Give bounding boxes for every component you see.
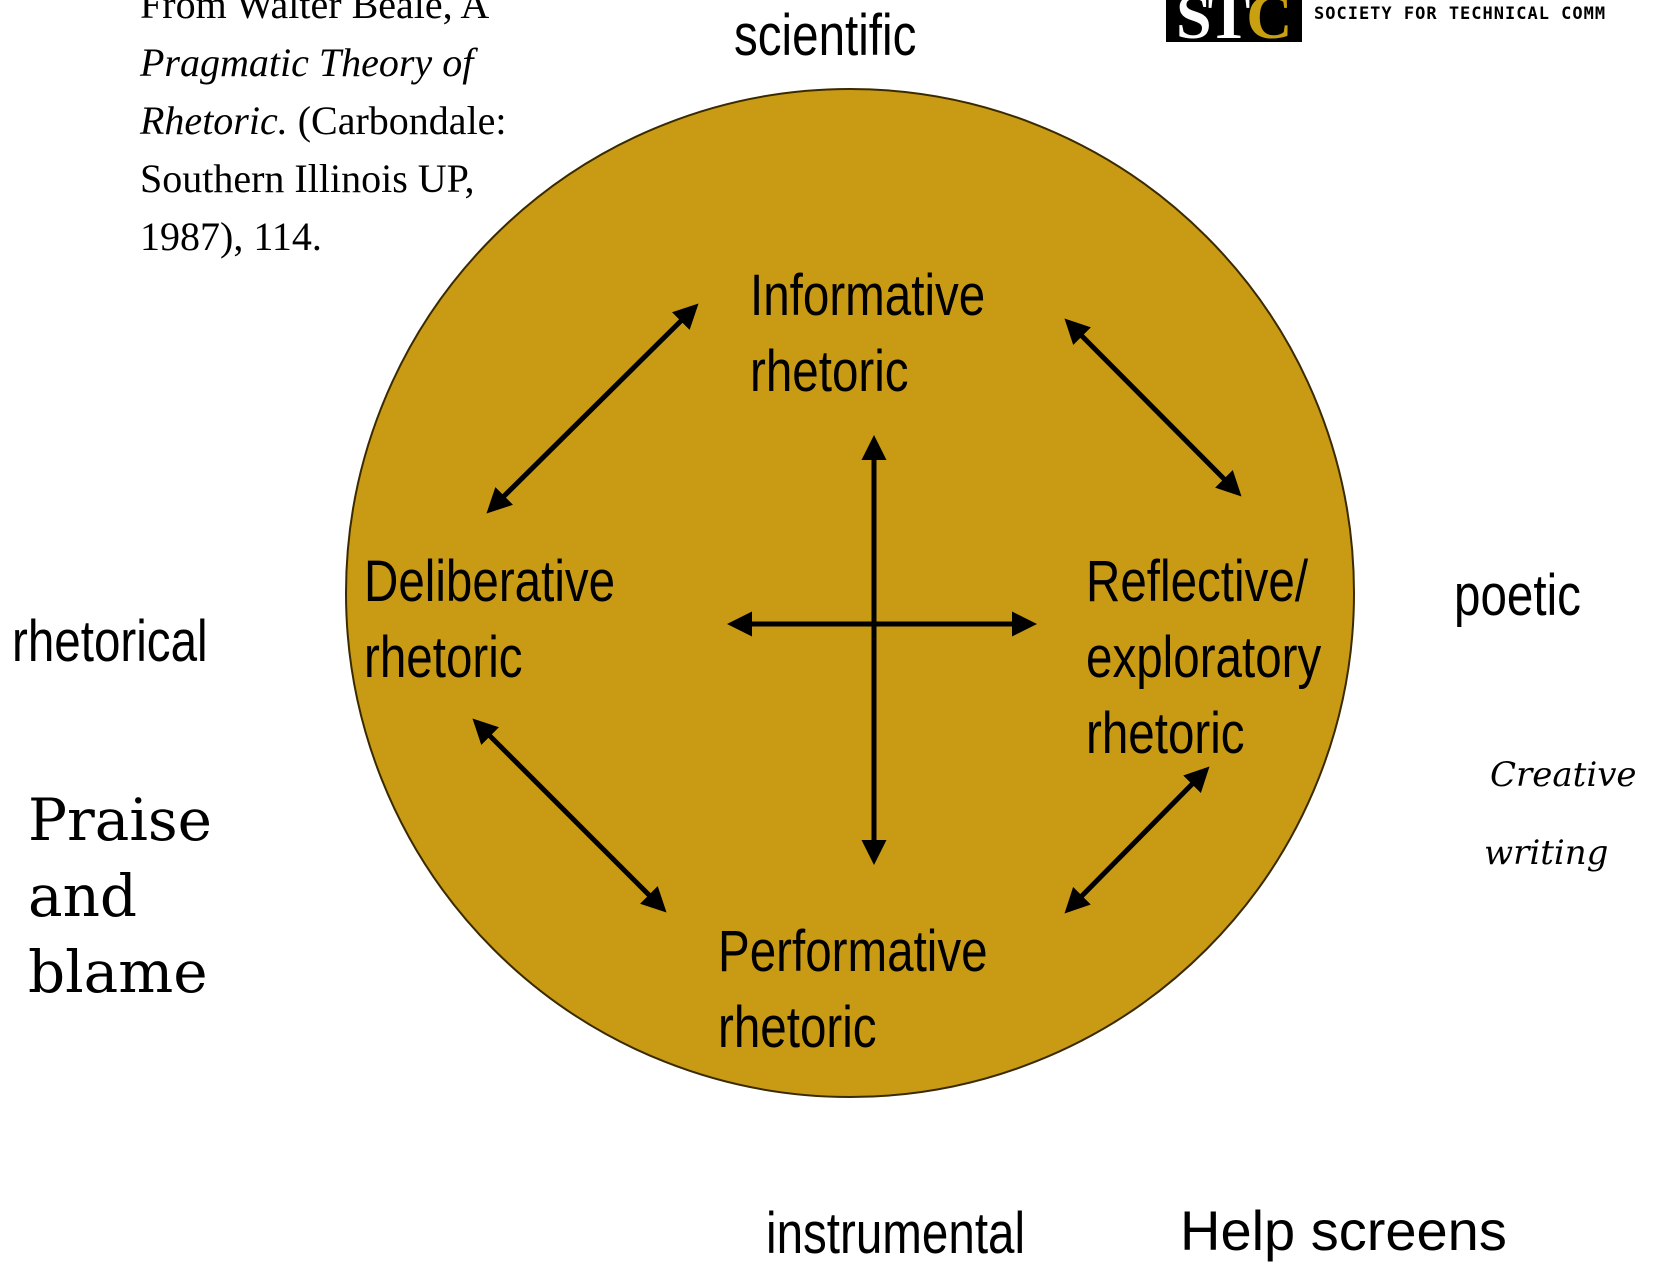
citation-line-1: From Walter Beale, A xyxy=(140,0,490,27)
label-rhetorical: rhetorical xyxy=(12,609,208,674)
arrow-reflective-performative xyxy=(1064,766,1210,914)
stc-logo-text: SOCIETY FOR TECHNICAL COMM xyxy=(1314,4,1607,24)
arrow-deliberative-performative xyxy=(472,718,667,913)
citation-line-2: Pragmatic Theory of xyxy=(140,40,474,85)
stc-logo-mark: STC xyxy=(1166,0,1302,52)
citation-line-3: Rhetoric. (Carbondale: xyxy=(140,98,507,143)
example-praise-and-blame: Praise and blame xyxy=(28,786,212,1006)
quadrant-performative: Performative rhetoric xyxy=(718,919,988,1060)
label-instrumental: instrumental xyxy=(766,1201,1026,1266)
label-scientific: scientific xyxy=(734,3,917,68)
quadrant-informative: Informative rhetoric xyxy=(750,263,986,404)
arrow-informative-reflective xyxy=(1064,318,1242,497)
example-creative-writing: Creative writing xyxy=(1484,755,1637,873)
example-help-screens: Help screens xyxy=(1180,1199,1507,1262)
citation-line-4: Southern Illinois UP, xyxy=(140,156,475,201)
label-poetic: poetic xyxy=(1454,563,1581,628)
quadrant-reflective: Reflective/ exploratory rhetoric xyxy=(1086,549,1322,766)
source-citation: From Walter Beale, A Pragmatic Theory of… xyxy=(140,0,600,266)
quadrant-deliberative: Deliberative rhetoric xyxy=(364,549,616,690)
arrow-informative-deliberative xyxy=(486,303,699,514)
citation-line-5: 1987), 114. xyxy=(140,214,322,259)
